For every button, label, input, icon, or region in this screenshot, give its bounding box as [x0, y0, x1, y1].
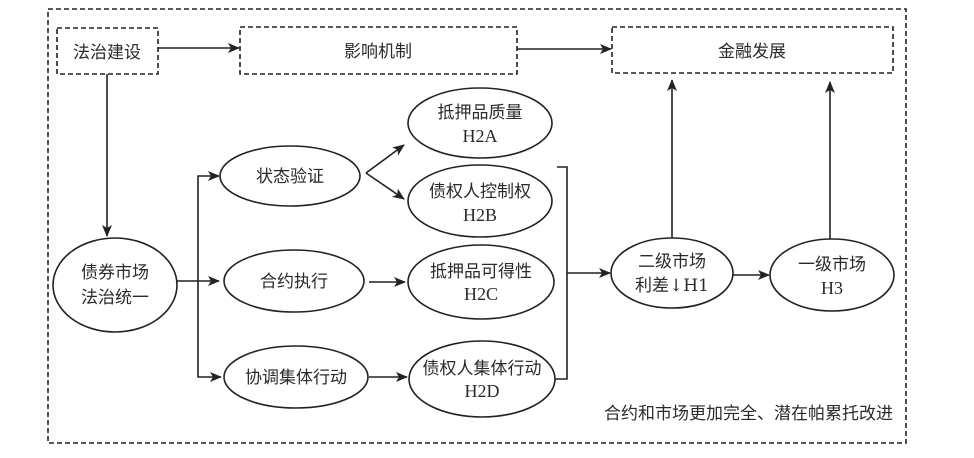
- node-secondary-market-h1: 二级市场 利差↓H1: [610, 237, 734, 309]
- primary-line1: 一级市场: [798, 255, 866, 275]
- h2c-line1: 抵押品可得性: [430, 262, 532, 282]
- rule-of-law-label: 法治建设: [73, 43, 141, 63]
- node-state-verification: 状态验证: [219, 145, 361, 207]
- financial-development-label: 金融发展: [718, 42, 786, 62]
- arrow-bond-to-coord: [197, 281, 222, 382]
- coordinate-collective-action-label: 协调集体行动: [245, 368, 347, 388]
- secondary-line1: 二级市场: [638, 252, 706, 272]
- bracket-h2: [555, 166, 568, 380]
- secondary-line2: 利差↓H1: [635, 276, 709, 296]
- primary-line2: H3: [821, 278, 843, 298]
- state-verification-label: 状态验证: [256, 167, 324, 187]
- h2d-line2: H2D: [465, 381, 500, 401]
- bond-line2: 法治统一: [81, 288, 149, 308]
- node-h2b-creditor-control: 债权人控制权 H2B: [407, 164, 553, 238]
- outer-frame: [47, 8, 907, 444]
- h2a-line2: H2A: [463, 126, 498, 146]
- arrow-bond-to-state: [197, 171, 220, 281]
- mechanism-label: 影响机制: [344, 42, 412, 62]
- financial-development-box: 金融发展: [611, 26, 894, 74]
- node-coordinate-collective-action: 协调集体行动: [223, 345, 369, 409]
- node-h2a-collateral-quality: 抵押品质量 H2A: [407, 87, 553, 159]
- node-bond-market-unification: 债券市场 法治统一: [52, 237, 178, 333]
- rule-of-law-box: 法治建设: [56, 27, 159, 75]
- contract-enforcement-label: 合约执行: [260, 272, 328, 292]
- h2c-line2: H2C: [464, 284, 498, 304]
- node-primary-market-h3: 一级市场 H3: [769, 238, 895, 312]
- arrow-state-to-h2a: [365, 144, 405, 174]
- node-h2c-collateral-availability: 抵押品可得性 H2C: [407, 244, 555, 320]
- arrow-state-to-h2b: [365, 172, 405, 200]
- bond-line1: 债券市场: [81, 263, 149, 283]
- mechanism-box: 影响机制: [239, 26, 518, 75]
- h2a-line1: 抵押品质量: [438, 103, 523, 123]
- h2b-line1: 债权人控制权: [429, 182, 531, 202]
- h2b-line2: H2B: [463, 205, 497, 225]
- footnote-pareto: 合约和市场更加完全、潜在帕累托改进: [604, 404, 893, 424]
- node-contract-enforcement: 合约执行: [223, 249, 365, 313]
- node-h2d-creditor-collective-action: 债权人集体行动 H2D: [408, 340, 556, 418]
- h2d-line1: 债权人集体行动: [423, 359, 542, 379]
